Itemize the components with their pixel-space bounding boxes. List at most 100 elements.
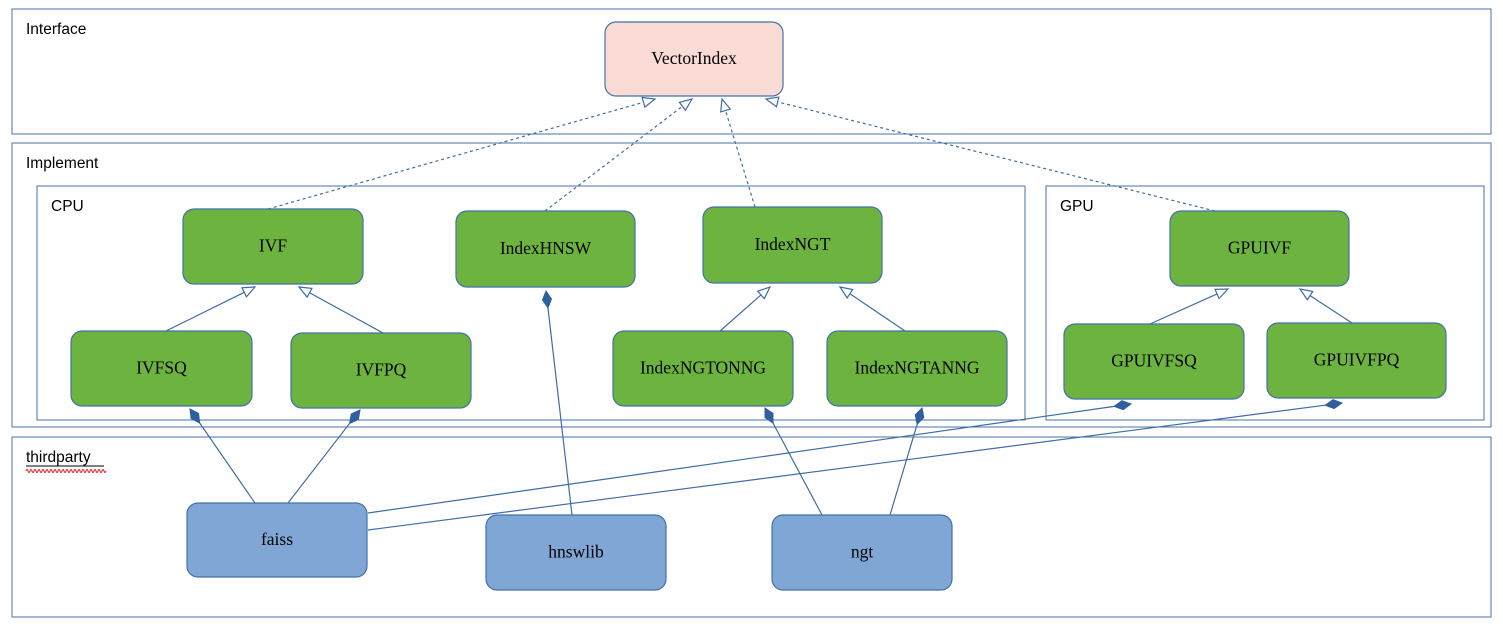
edge-line: [719, 294, 762, 332]
node-ngt[interactable]: ngt: [771, 514, 953, 591]
node-box-ivfpq[interactable]: [290, 332, 472, 409]
edge-line: [547, 307, 573, 516]
edge-line: [165, 291, 245, 332]
edge-line: [772, 422, 823, 516]
edge-ivfpq-to-ivf: [297, 286, 384, 334]
edge-ngt-to-indexngtanng: [889, 406, 925, 516]
composition-diamond-icon: [1324, 399, 1344, 410]
node-box-indexhnsw[interactable]: [455, 210, 636, 288]
edge-hnswlib-to-indexhnsw: [541, 289, 573, 516]
composition-diamond-icon: [189, 408, 201, 424]
edge-line: [724, 110, 756, 208]
inheritance-arrowhead-icon: [1214, 288, 1230, 300]
composition-diamond-icon: [1113, 400, 1133, 411]
node-indexhnsw[interactable]: IndexHNSW: [455, 210, 636, 288]
edge-indexngt-to-vectorindex: [720, 97, 756, 208]
inheritance-arrowhead-icon: [678, 98, 694, 112]
node-box-ngt[interactable]: [771, 514, 953, 591]
node-box-ivf[interactable]: [182, 208, 364, 285]
edge-line: [1149, 293, 1218, 325]
inheritance-arrowhead-icon: [297, 286, 313, 299]
node-label-ivf: IVF: [259, 236, 287, 256]
node-box-indexngtanng[interactable]: [826, 330, 1008, 407]
edge-line: [367, 405, 1115, 514]
node-indexngtanng[interactable]: IndexNGTANNG: [826, 330, 1008, 407]
node-label-faiss: faiss: [261, 529, 293, 549]
edge-line: [1309, 295, 1353, 324]
edge-ivfsq-to-ivf: [165, 286, 257, 332]
composition-diamond-icon: [348, 409, 361, 425]
node-gpuivfsq[interactable]: GPUIVFSQ: [1063, 323, 1245, 400]
edge-line: [287, 423, 351, 504]
node-label-indexngt: IndexNGT: [755, 234, 831, 254]
node-box-vectorindex[interactable]: [604, 21, 784, 97]
node-label-indexhnsw: IndexHNSW: [500, 238, 592, 258]
node-box-faiss[interactable]: [186, 502, 368, 578]
group-label-interface: Interface: [26, 21, 86, 38]
node-box-ivfsq[interactable]: [70, 330, 253, 407]
edge-line: [849, 293, 906, 332]
inheritance-arrowhead-icon: [1298, 288, 1314, 301]
node-label-gpuivfsq: GPUIVFSQ: [1111, 351, 1197, 371]
edge-faiss-to-gpuivfsq: [367, 400, 1133, 514]
edge-line: [199, 422, 256, 504]
edge-faiss-to-gpuivfpq: [367, 399, 1344, 531]
node-label-ivfpq: IVFPQ: [356, 360, 407, 380]
composition-diamond-icon: [764, 407, 774, 424]
inheritance-arrowhead-icon: [241, 286, 257, 298]
node-box-gpuivfpq[interactable]: [1266, 322, 1447, 399]
node-box-gpuivf[interactable]: [1169, 210, 1350, 287]
edge-gpuivfpq-to-gpuivf: [1298, 288, 1353, 324]
node-label-vectorindex: VectorIndex: [651, 48, 737, 68]
composition-diamond-icon: [541, 289, 553, 309]
group-label-implement: Implement: [26, 155, 99, 172]
edge-ivf-to-vectorindex: [267, 96, 657, 210]
edge-line: [309, 292, 384, 334]
node-box-indexngt[interactable]: [702, 206, 883, 284]
edge-gpuivf-to-vectorindex: [764, 96, 1216, 212]
node-ivfpq[interactable]: IVFPQ: [290, 332, 472, 409]
node-label-indexngtonng: IndexNGTONNG: [640, 358, 766, 378]
inheritance-arrowhead-icon: [764, 96, 780, 108]
edge-line: [267, 101, 644, 210]
group-label-gpu: GPU: [1060, 198, 1094, 215]
node-label-gpuivfpq: GPUIVFPQ: [1314, 350, 1400, 370]
edge-faiss-to-ivfsq: [189, 408, 256, 504]
edge-faiss-to-ivfpq: [287, 409, 361, 504]
edge-ngt-to-indexngtonng: [764, 407, 823, 516]
node-label-ngt: ngt: [851, 542, 874, 562]
node-hnswlib[interactable]: hnswlib: [485, 514, 667, 591]
inheritance-arrowhead-icon: [720, 97, 732, 113]
edge-gpuivfsq-to-gpuivf: [1149, 288, 1230, 325]
spellcheck-squiggle-icon: [25, 468, 107, 474]
edge-indexhnsw-to-vectorindex: [544, 98, 694, 212]
edges: [165, 96, 1353, 531]
inheritance-arrowhead-icon: [838, 286, 854, 299]
edge-line: [367, 404, 1326, 531]
node-vectorindex[interactable]: VectorIndex: [604, 21, 784, 97]
node-label-indexngtanng: IndexNGTANNG: [855, 358, 980, 378]
edge-indexngtanng-to-indexngt: [838, 286, 906, 332]
node-box-indexngtonng[interactable]: [612, 330, 794, 407]
node-box-hnswlib[interactable]: [485, 514, 667, 591]
node-ivf[interactable]: IVF: [182, 208, 364, 285]
edge-line: [889, 424, 918, 516]
node-gpuivf[interactable]: GPUIVF: [1169, 210, 1350, 287]
composition-diamond-icon: [914, 406, 925, 426]
inheritance-arrowhead-icon: [641, 96, 657, 109]
node-indexngtonng[interactable]: IndexNGTONNG: [612, 330, 794, 407]
node-faiss[interactable]: faiss: [186, 502, 368, 578]
edge-line: [544, 105, 683, 212]
node-indexngt[interactable]: IndexNGT: [702, 206, 883, 284]
node-label-hnswlib: hnswlib: [548, 542, 604, 562]
node-box-gpuivfsq[interactable]: [1063, 323, 1245, 400]
node-label-ivfsq: IVFSQ: [136, 358, 187, 378]
edge-indexngtonng-to-indexngt: [719, 285, 772, 332]
node-ivfsq[interactable]: IVFSQ: [70, 330, 253, 407]
group-label-thirdparty: thirdparty: [26, 449, 91, 466]
node-label-gpuivf: GPUIVF: [1228, 238, 1291, 258]
node-gpuivfpq[interactable]: GPUIVFPQ: [1266, 322, 1447, 399]
